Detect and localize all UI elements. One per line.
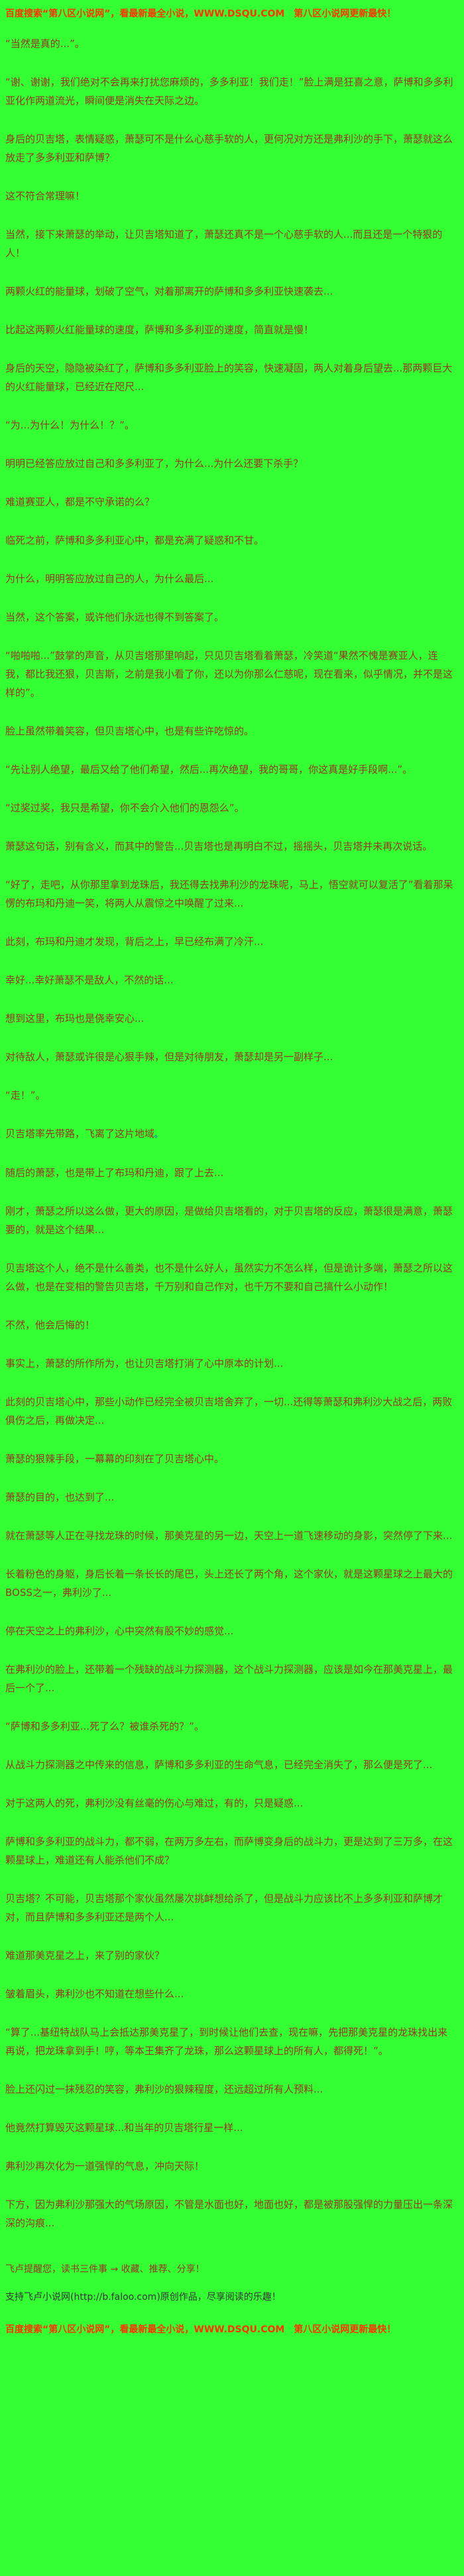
novel-paragraph: “算了...基纽特战队马上会抵达那美克星了，到时候让他们去查，现在嘛，先把那美克…	[5, 2026, 448, 2057]
novel-paragraph: 身后的贝吉塔，表情疑惑，萧瑟可不是什么心慈手软的人，更何况对方还是弗利沙的手下，…	[5, 133, 453, 164]
novel-paragraph: 身后的天空，隐隐被染红了，萨博和多多利亚脸上的笑容，快速凝固，两人对着身后望去.…	[5, 362, 453, 393]
novel-paragraph: 这不符合常理嘛！	[5, 190, 86, 202]
novel-paragraph: “当然是真的...”。	[5, 38, 85, 50]
novel-paragraph: 当然，接下来萧瑟的举动，让贝吉塔知道了，萧瑟还真不是一个心慈手软的人...而且还…	[5, 228, 443, 259]
novel-paragraph: “为...为什么！为什么！？”。	[5, 419, 135, 431]
novel-paragraph: 幸好...幸好萧瑟不是敌人，不然的话...	[5, 974, 174, 986]
novel-paragraph: 长着粉色的身躯，身后长着一条长长的尾巴，头上还长了两个角，这个家伙，就是这颗星球…	[5, 1568, 453, 1599]
novel-paragraph: 皱着眉头，弗利沙也不知道在想些什么...	[5, 1988, 184, 2000]
novel-paragraph: 刚才，萧瑟之所以这么做，更大的原因，是做给贝吉塔看的，对于贝吉塔的反应，萧瑟很是…	[5, 1205, 453, 1236]
novel-paragraph: 两颗火红的能量球，划破了空气，对着那离开的萨博和多多利亚快速袭去...	[5, 285, 333, 297]
novel-paragraph: 停在天空之上的弗利沙，心中突然有股不妙的感觉...	[5, 1625, 234, 1637]
faloo-support-line: 支持飞卢小说网(http://b.faloo.com)原创作品，尽享阅读的乐趣！	[5, 2292, 281, 2303]
top-site-notice: 百度搜索“第八区小说网”，看最新最全小说，WWW.DSQU.COM 第八区小说网…	[5, 9, 396, 19]
novel-paragraph: 难道那美克星之上，来了别的家伙？	[5, 1950, 165, 1961]
novel-paragraph: 为什么，明明答应放过自己的人，为什么最后...	[5, 573, 214, 585]
novel-paragraph: 临死之前，萨博和多多利亚心中，都是充满了疑惑和不甘。	[5, 534, 264, 546]
novel-reader-page: 百度搜索“第八区小说网”，看最新最全小说，WWW.DSQU.COM 第八区小说网…	[5, 7, 457, 2337]
novel-paragraph: “过奖过奖，我只是希望，你不会介入他们的恩怨么”。	[5, 802, 245, 814]
novel-paragraph: 难道赛亚人，都是不守承诺的么？	[5, 496, 155, 508]
chapter-text: “当然是真的...”。 “谢、谢谢，我们绝对不会再来打扰您麻烦的，多多利亚！我们走…	[5, 34, 457, 2232]
bottom-site-notice: 百度搜索“第八区小说网”，看最新最全小说，WWW.DSQU.COM 第八区小说网…	[5, 2324, 396, 2335]
novel-paragraph: 比起这两颗火红能量球的速度，萨博和多多利亚的速度，简直就是慢！	[5, 324, 314, 336]
novel-paragraph: 当然，这个答案，或许他们永远也得不到答案了。	[5, 611, 225, 623]
novel-paragraph: “先让别人绝望，最后又给了他们希望，然后...再次绝望，我的哥哥，你这真是好手段…	[5, 764, 413, 775]
novel-paragraph: 下方，因为弗利沙那强大的气场原因，不管是水面也好，地面也好，都是被那股强悍的力量…	[5, 2199, 453, 2229]
novel-paragraph: “萨博和多多利亚...死了么？被谁杀死的？”。	[5, 1720, 204, 1732]
novel-paragraph: 明明已经答应放过自己和多多利亚了，为什么...为什么还要下杀手？	[5, 458, 304, 470]
novel-paragraph: 在弗利沙的脸上，还带着一个残缺的战斗力探测器，这个战斗力探测器，应该是如今在那美…	[5, 1663, 453, 1694]
novel-paragraph: 萧瑟的目的，也达到了...	[5, 1491, 115, 1503]
novel-paragraph: 萨博和多多利亚的战斗力，都不弱，在两万多左右，而萨博变身后的战斗力，更是达到了三…	[5, 1836, 453, 1866]
novel-paragraph: 此刻的贝吉塔心中，那些小动作已经完全被贝吉塔舍弃了，一切...还得等萧瑟和弗利沙…	[5, 1396, 453, 1426]
novel-paragraph: 想到这里，布玛也是侥幸安心...	[5, 1013, 145, 1024]
novel-paragraph: 贝吉塔这个人，绝不是什么善类，也不是什么好人，虽然实力不怎么样，但是诡计多端，萧…	[5, 1262, 453, 1293]
novel-paragraph: “谢、谢谢，我们绝对不会再来打扰您麻烦的，多多利亚！我们走！”脸上满是狂喜之意，…	[5, 76, 453, 107]
novel-paragraph: 贝吉塔？不可能，贝吉塔那个家伙虽然屡次挑衅想给杀了，但是战斗力应该比不上多多利亚…	[5, 1893, 443, 1923]
novel-paragraph: 他竟然打算毁灭这颗星球...和当年的贝吉塔行星一样...	[5, 2122, 243, 2134]
novel-paragraph: 脸上还闪过一抹残忍的笑容，弗利沙的狠辣程度，还远超过所有人预料...	[5, 2083, 323, 2095]
novel-paragraph: 萧瑟的狠辣手段，一幕幕的印刻在了贝吉塔心中。	[5, 1453, 225, 1465]
novel-paragraph: “走！”。	[5, 1089, 46, 1101]
novel-paragraph: 对于这两人的死，弗利沙没有丝毫的伤心与难过，有的，只是疑惑...	[5, 1797, 304, 1809]
novel-paragraph: “好了，走吧，从你那里拿到龙珠后，我还得去找弗利沙的龙珠呢，马上，悟空就可以复活…	[5, 879, 453, 909]
novel-paragraph: 事实上，萧瑟的所作所为，也让贝吉塔打消了心中原本的计划...	[5, 1358, 284, 1369]
novel-paragraph: 此刻，布玛和丹迪才发现，背后之上，早已经布满了冷汗...	[5, 936, 264, 948]
novel-paragraph: 弗利沙再次化为一道强悍的气息，冲向天际！	[5, 2160, 205, 2172]
novel-paragraph: 就在萧瑟等人正在寻找龙珠的时候，那美克星的另一边，天空上一道飞速移动的身影，突然…	[5, 1530, 453, 1542]
novel-paragraph: 对待敌人，萧瑟或许很是心狠手辣，但是对待朋友，萧瑟却是另一副样子...	[5, 1051, 333, 1063]
novel-paragraph: 脸上虽然带着笑容，但贝吉塔心中，也是有些许吃惊的。	[5, 725, 255, 737]
novel-paragraph: 贝吉塔率先带路，飞离了这片地域。	[5, 1128, 163, 1140]
reading-tip: 飞卢提醒您，读书三件事 → 收藏、推荐、分享！	[5, 2264, 205, 2275]
novel-paragraph: 随后的萧瑟，也是带上了布玛和丹迪，跟了上去...	[5, 1167, 224, 1179]
novel-paragraph: 从战斗力探测器之中传来的信息，萨博和多多利亚的生命气息，已经完全消失了，那么便是…	[5, 1759, 433, 1771]
novel-paragraph: 萧瑟这句话，别有含义，而其中的警告...贝吉塔也是再明白不过，摇摇头，贝吉塔并未…	[5, 840, 433, 852]
novel-paragraph: “啪啪啪...”鼓掌的声音，从贝吉塔那里响起，只见贝吉塔看着萧瑟，冷笑道“果然不…	[5, 650, 453, 699]
inline-blue-mark: 。	[154, 1130, 163, 1139]
novel-paragraph: 不然，他会后悔的！	[5, 1319, 95, 1331]
